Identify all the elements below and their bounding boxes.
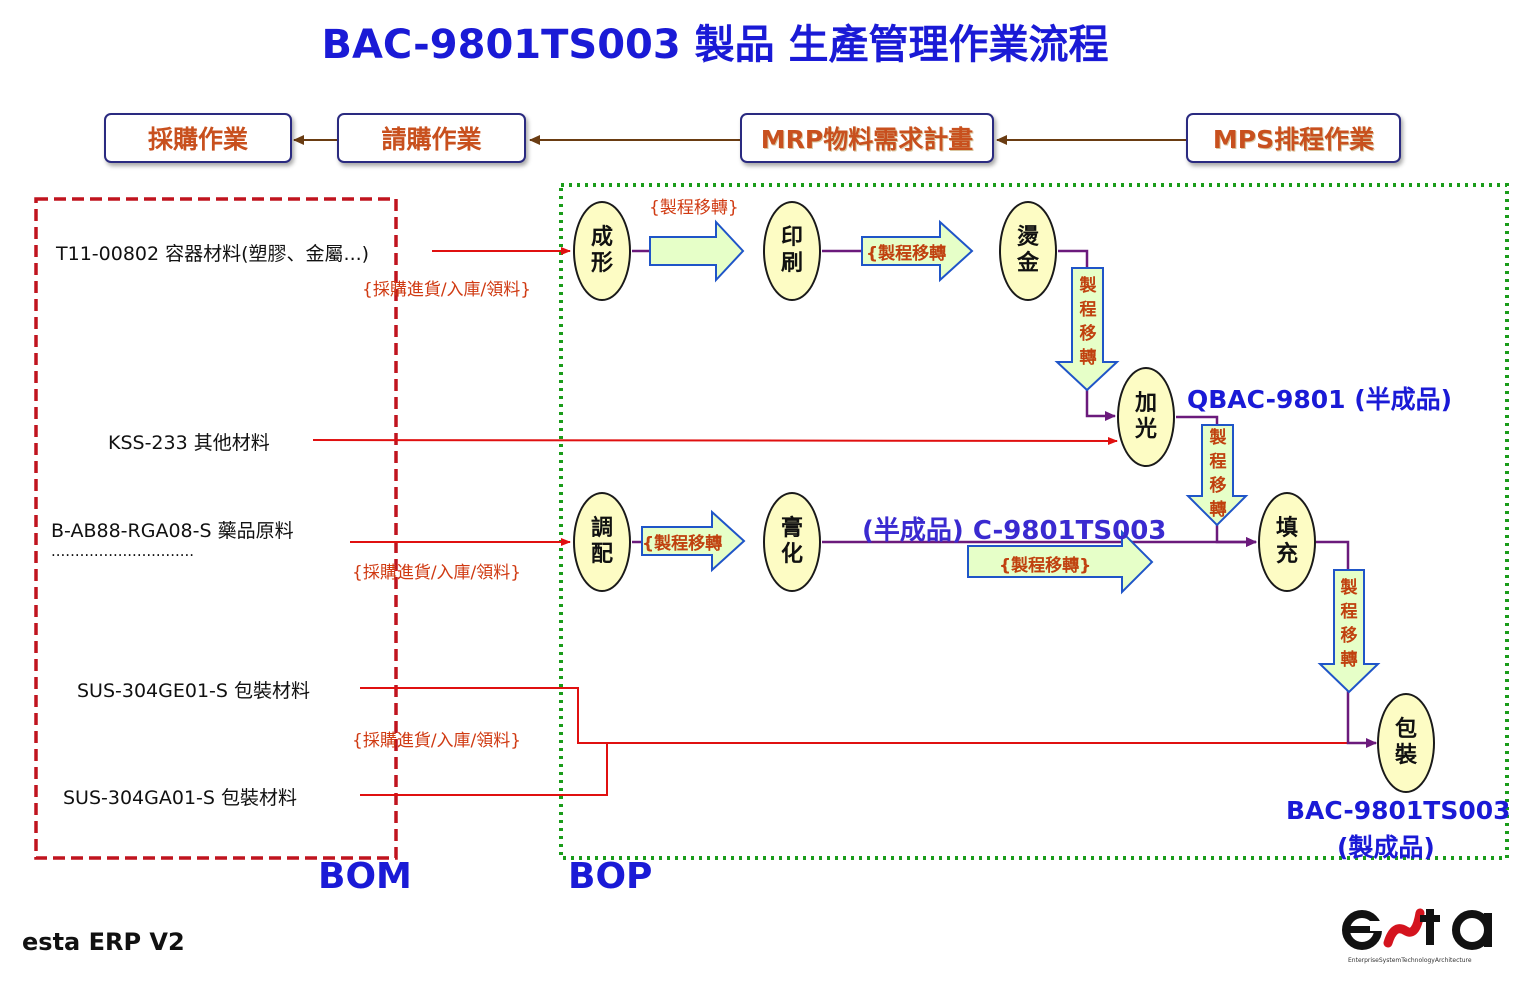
esta-logo: EnterpriseSystemTechnologyArchitecture: [1340, 893, 1508, 973]
transfer-label-v2: 製程移轉: [1209, 428, 1227, 520]
transfer-arrow-v2: [1185, 424, 1249, 527]
node-creaming: 膏化: [763, 492, 821, 592]
final-product-code: BAC-9801TS003: [1286, 796, 1511, 825]
mps-box: MPS排程作業: [1186, 113, 1401, 163]
bop-boundary: [559, 183, 1509, 860]
node-glossing: 加光: [1117, 367, 1175, 467]
transfer-arrow-1: [649, 219, 745, 283]
mrp-box: MRP物料需求計畫: [740, 113, 994, 163]
transfer-label-3: {製程移轉: [642, 534, 723, 554]
purchase-note-3: {採購進貨/入庫/領料}: [352, 731, 522, 751]
bom-boundary: [34, 197, 398, 860]
transfer-arrow-v1: [1054, 267, 1120, 392]
process-line-to-glossing: [1085, 388, 1116, 421]
esta-logo-mark: [1342, 908, 1492, 950]
purchase-note-1: {採購進貨/入庫/領料}: [362, 280, 532, 300]
material-other: KSS-233 其他材料: [108, 432, 270, 454]
node-filling: 填充: [1258, 492, 1316, 592]
material-pharma: B-AB88-RGA08-S 藥品原料: [51, 520, 294, 542]
node-printing: 印刷: [763, 201, 821, 301]
node-packaging: 包裝: [1377, 693, 1435, 793]
page-title: BAC-9801TS003 製品 生產管理作業流程: [321, 22, 1109, 68]
material-line-5: [360, 743, 608, 796]
material-packaging-2: SUS-304GA01-S 包裝材料: [63, 787, 298, 809]
transfer-arrow-2: [861, 219, 974, 283]
esta-logo-subtitle: EnterpriseSystemTechnologyArchitecture: [1348, 957, 1472, 964]
material-ellipsis: ..............................: [51, 542, 195, 560]
process-line-to-packaging: [1346, 690, 1377, 748]
transfer-label-v3: 製程移轉: [1340, 578, 1358, 670]
material-container: T11-00802 容器材料(塑膠、金屬...): [56, 243, 370, 265]
transfer-arrow-v3: [1317, 569, 1381, 694]
transfer-label-4: {製程移轉}: [999, 556, 1092, 576]
purchase-box: 採購作業: [104, 113, 292, 163]
material-line-2: [312, 436, 1118, 445]
transfer-arrow-4: [967, 529, 1154, 595]
semi-product-label-2: (半成品) C-9801TS003: [862, 516, 1167, 546]
footer-product: esta ERP V2: [22, 928, 185, 956]
transfer-label-v1: 製程移轉: [1079, 276, 1097, 368]
transfer-label-1: {製程移轉}: [649, 198, 739, 218]
process-line-filling-down: [1316, 540, 1350, 572]
node-hot-stamping: 燙金: [999, 201, 1057, 301]
material-packaging-1: SUS-304GE01-S 包裝材料: [77, 680, 311, 702]
node-forming: 成形: [573, 201, 631, 301]
process-line-to-filling: [1215, 524, 1257, 547]
final-product-sub: (製成品): [1337, 833, 1435, 862]
purchase-note-2: {採購進貨/入庫/領料}: [352, 563, 522, 583]
process-line-hotstamp-down: [1058, 249, 1089, 272]
semi-product-label-1: QBAC-9801 (半成品): [1187, 385, 1453, 414]
transfer-arrow-3: [641, 509, 746, 573]
requisition-box: 請購作業: [337, 113, 526, 163]
bom-label: BOM: [318, 856, 412, 897]
node-blending: 調配: [573, 492, 631, 592]
material-line-4: [360, 687, 1377, 747]
transfer-label-2: {製程移轉: [866, 244, 947, 264]
bop-label: BOP: [568, 856, 653, 897]
